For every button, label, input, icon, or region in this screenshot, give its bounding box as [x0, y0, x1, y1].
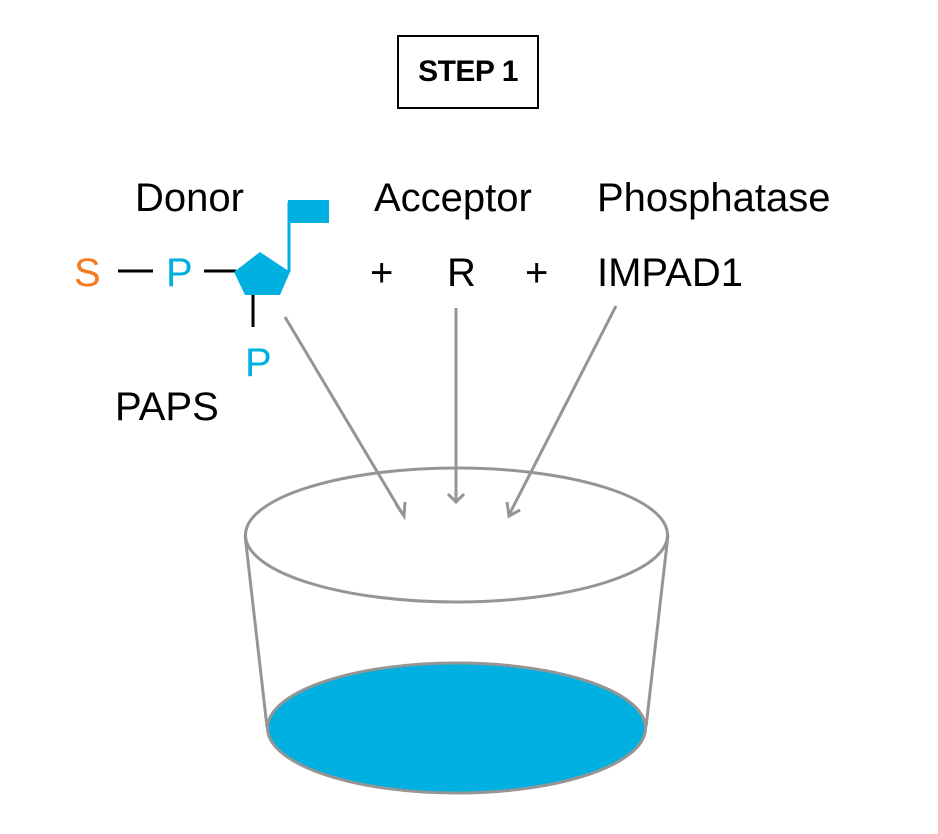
- step-title: STEP 1: [418, 55, 518, 88]
- arrow-phosphatase: [507, 305, 618, 516]
- liquid-surface: [266, 661, 647, 795]
- phosphate-bottom-label: P: [245, 341, 272, 385]
- arrow-donor-head: [394, 501, 407, 521]
- plus-operator-2: +: [525, 251, 549, 295]
- sugar-pentagon-icon: [234, 252, 290, 295]
- arrow-acceptor-head: [446, 492, 466, 505]
- arrows: [283, 305, 618, 521]
- plus-operator-1: +: [370, 251, 394, 295]
- well-rim: [244, 466, 669, 604]
- acceptor-header: Acceptor: [374, 176, 532, 220]
- flag-icon: [288, 200, 329, 223]
- paps-label: PAPS: [115, 385, 219, 429]
- well-left-wall: [243, 534, 269, 728]
- reaction-well: [243, 466, 670, 795]
- phosphatase-header: Phosphatase: [597, 176, 831, 220]
- arrow-donor: [283, 316, 405, 516]
- donor-header: Donor: [135, 176, 244, 220]
- arrow-phosphatase-head: [505, 501, 521, 519]
- sulfate-label: S: [74, 251, 101, 295]
- acceptor-label: R: [447, 251, 476, 295]
- phosphate-label: P: [166, 251, 193, 295]
- step-title-box: STEP 1: [397, 35, 539, 109]
- phosphatase-label: IMPAD1: [597, 251, 743, 295]
- well-right-wall: [644, 534, 670, 728]
